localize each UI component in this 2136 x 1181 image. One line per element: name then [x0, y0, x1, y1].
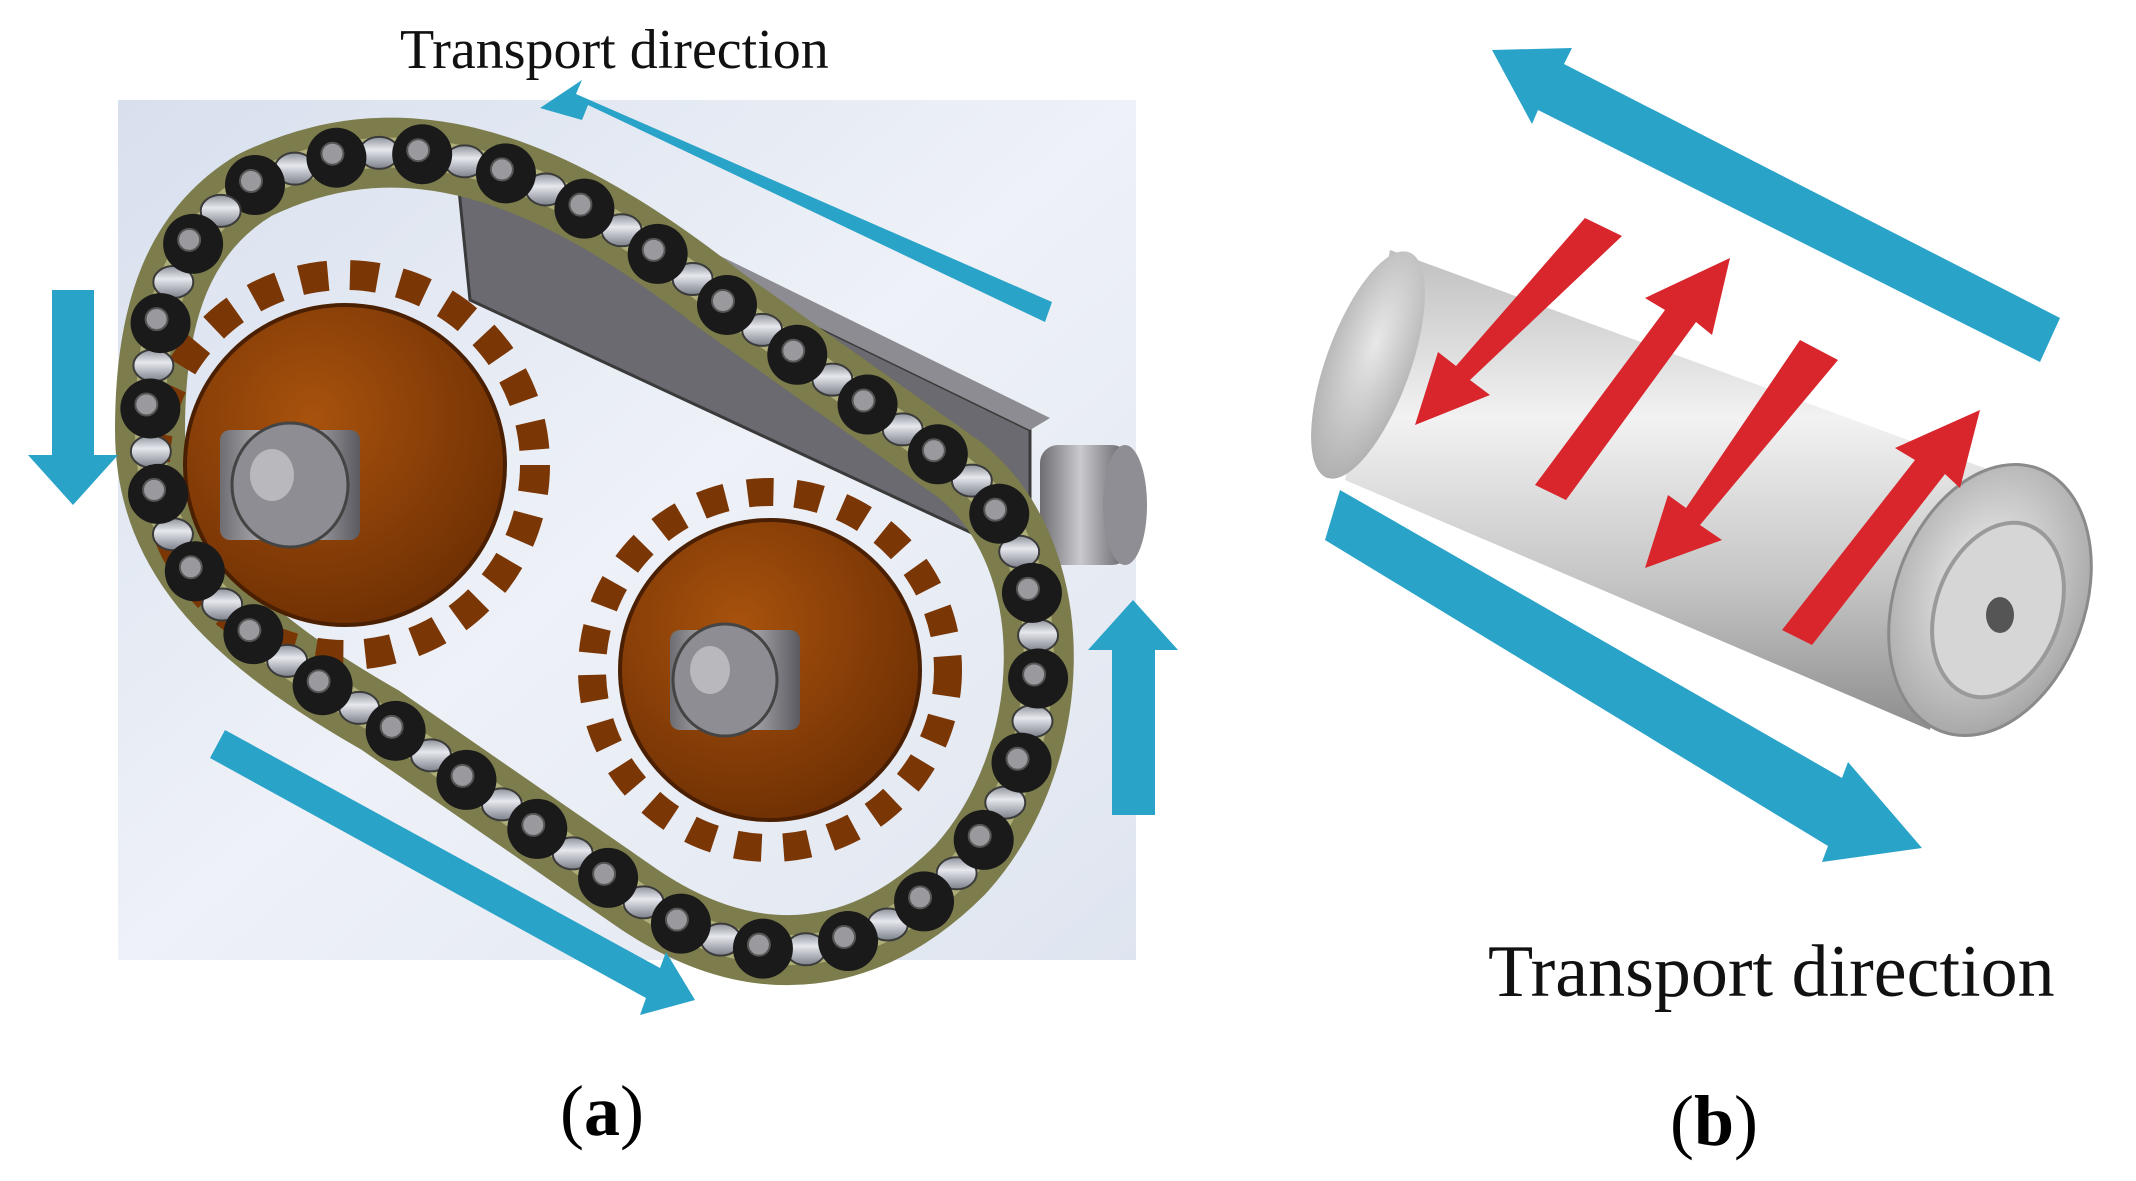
chain-roller	[201, 587, 244, 622]
chain-pin	[1005, 746, 1030, 771]
chain-pin	[908, 885, 933, 910]
chain-pin	[832, 925, 857, 950]
chain-pin	[921, 438, 946, 463]
chain-pin	[489, 157, 514, 182]
chain-pin	[144, 307, 169, 332]
panel-a-caption: (a)	[560, 1070, 644, 1153]
chain-pin	[592, 861, 617, 886]
arrow-up-icon	[1088, 600, 1178, 815]
chain-pin	[967, 823, 992, 848]
chain-pin	[450, 763, 475, 788]
chain-pin	[983, 497, 1008, 522]
panel-b	[1311, 48, 2093, 862]
chain-roller	[935, 856, 978, 891]
sprocket-right	[578, 478, 962, 862]
chain-pin	[134, 392, 159, 417]
chain-pin	[710, 288, 735, 313]
caption-b-letter: b	[1693, 1081, 1735, 1161]
caption-a-open: (	[560, 1071, 584, 1151]
chain-pin	[178, 555, 203, 580]
caption-a-letter: a	[583, 1071, 620, 1151]
red-arrow-4-icon	[1782, 410, 1980, 645]
red-arrow-1-icon	[1415, 218, 1622, 425]
arrow-b-bottom-icon	[1325, 490, 1922, 862]
arrow-bottom-right-icon	[210, 730, 695, 1015]
chain-pin	[379, 714, 404, 739]
caption-a-close: )	[619, 1071, 644, 1151]
chain-pin	[1015, 576, 1040, 601]
panel-b-direction-label: Transport direction	[1488, 931, 2055, 1013]
arrow-top-left-icon	[540, 80, 1052, 322]
chain-pin	[1022, 662, 1047, 687]
chain-pin	[142, 477, 167, 502]
panel-a-arrows	[28, 80, 1178, 1015]
panel-a	[115, 100, 1147, 985]
chain-roller	[199, 193, 242, 228]
chain-pin	[851, 388, 876, 413]
chain-pin	[237, 618, 262, 643]
panel-b-caption: (b)	[1670, 1080, 1758, 1163]
red-arrow-2-icon	[1535, 258, 1730, 500]
chain-pin	[641, 237, 666, 262]
chain-pin	[239, 169, 263, 193]
chain-roller	[1017, 618, 1060, 653]
chain-pin	[664, 907, 689, 932]
chain-pin	[177, 227, 202, 252]
chain-pin	[746, 932, 771, 957]
chain-pin	[320, 141, 345, 166]
arrow-b-top-icon	[1492, 48, 2060, 362]
caption-b-open: (	[1670, 1081, 1694, 1161]
arrow-down-icon	[28, 290, 118, 505]
magnetic-field-arrows	[1415, 218, 1980, 645]
chain-pin	[306, 669, 331, 694]
chain-pin	[521, 812, 546, 837]
roller-axle-hole	[1986, 597, 2014, 633]
chain-pin	[406, 138, 431, 163]
red-arrow-3-icon	[1645, 340, 1838, 568]
chain-roller	[132, 348, 175, 383]
sprocket-left	[140, 260, 550, 670]
chain-pin	[781, 338, 806, 363]
right-shaft-end	[1103, 445, 1147, 565]
chain-pin	[568, 192, 593, 217]
caption-b-close: )	[1734, 1081, 1759, 1161]
chain-links	[120, 124, 1069, 979]
panel-a-direction-label: Transport direction	[400, 19, 829, 81]
chain-roller	[129, 434, 172, 469]
chain-roller	[1011, 704, 1054, 739]
